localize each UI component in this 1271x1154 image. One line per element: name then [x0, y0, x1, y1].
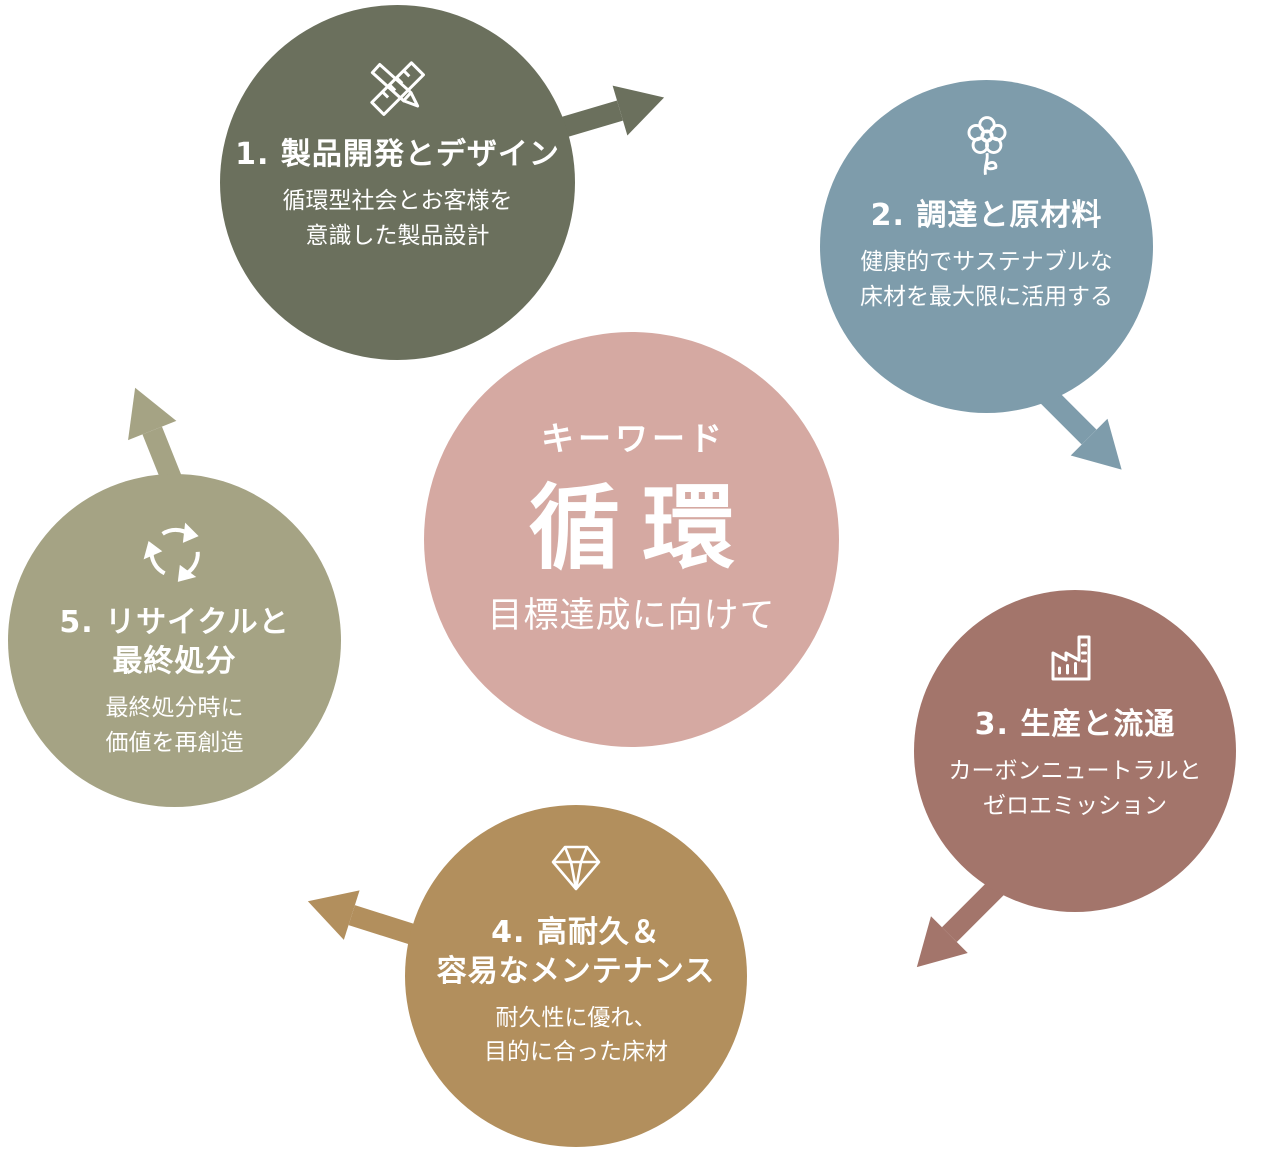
step-3-title: 3. 生産と流通 — [974, 707, 1176, 742]
step-5-circle: 5. リサイクルと 最終処分 最終処分時に 価値を再創造 — [8, 474, 341, 807]
flower-icon — [967, 116, 1006, 176]
diamond-icon — [551, 845, 601, 890]
step-1-title: 1. 製品開発とデザイン — [235, 137, 560, 172]
step-3-body: カーボンニュートラルと ゼロエミッション — [948, 758, 1202, 819]
step-1-circle: 1. 製品開発とデザイン 循環型社会とお客様を 意識した製品設計 — [220, 5, 575, 360]
step-5-title: 5. リサイクルと 最終処分 — [59, 605, 290, 679]
step-2-body: 健康的でサステナブルな 床材を最大限に活用する — [860, 249, 1113, 310]
step-4-body: 耐久性に優れ、 目的に合った床材 — [484, 1004, 668, 1066]
step-4-circle: 4. 高耐久＆ 容易なメンテナンス 耐久性に優れ、 目的に合った床材 — [405, 805, 747, 1147]
step-3-circle: 3. 生産と流通 カーボンニュートラルと ゼロエミッション — [914, 590, 1236, 912]
step-5-body: 最終処分時に 価値を再創造 — [105, 695, 244, 756]
factory-chart-icon — [1051, 635, 1091, 681]
center-keyword-circle: キーワード 循環 目標達成に向けて — [424, 332, 839, 747]
pencil-ruler-icon — [369, 61, 425, 116]
step-2-circle: 2. 調達と原材料 健康的でサステナブルな 床材を最大限に活用する — [820, 80, 1153, 413]
step-4-title: 4. 高耐久＆ 容易なメンテナンス — [436, 914, 716, 989]
step-1-body: 循環型社会とお客様を 意識した製品設計 — [282, 188, 513, 249]
step-2-title: 2. 調達と原材料 — [870, 198, 1103, 233]
center-subtitle: 目標達成に向けて — [487, 596, 776, 637]
center-title: 循環 — [528, 474, 757, 582]
recycle-icon — [139, 517, 211, 589]
center-kicker: キーワード — [541, 418, 726, 458]
